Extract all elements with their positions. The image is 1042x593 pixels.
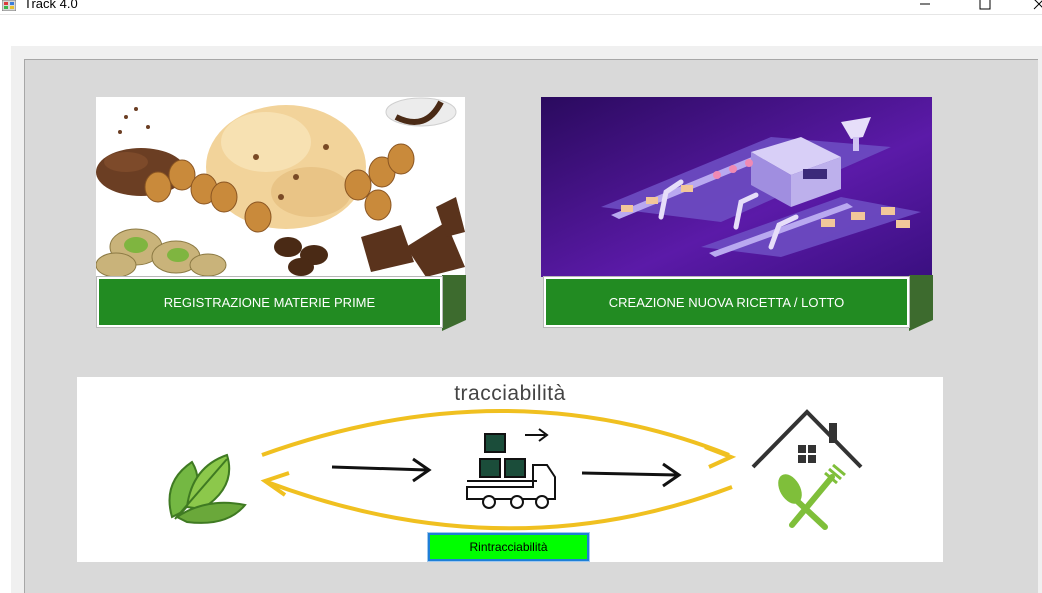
traceability-title: tracciabilità	[454, 382, 566, 405]
traceability-button[interactable]: Rintracciabilità	[427, 532, 590, 562]
delivery-truck-icon	[466, 428, 556, 509]
new-recipe-card: CREAZIONE NUOVA RICETTA / LOTTO	[541, 97, 933, 331]
cycle-arc-bottom	[266, 480, 733, 531]
arrow-right-icon	[581, 462, 682, 488]
leaves-icon	[168, 453, 247, 524]
house-cutlery-icon	[751, 409, 863, 530]
minimize-icon[interactable]	[917, 0, 933, 12]
close-icon[interactable]	[1031, 0, 1042, 12]
app-icon	[2, 0, 16, 11]
traceability-panel: tracciabilità	[77, 377, 943, 562]
title-bar: Track 4.0	[0, 0, 1042, 15]
arrow-right-icon	[331, 457, 432, 483]
ice-cream-ingredients-icon	[96, 97, 465, 277]
window-title: Track 4.0	[24, 0, 78, 11]
production-line-icon	[541, 97, 932, 277]
register-raw-materials-button[interactable]: REGISTRAZIONE MATERIE PRIME	[96, 276, 443, 328]
card-bevel	[442, 275, 466, 331]
cycle-arc-top	[261, 409, 730, 457]
create-recipe-batch-button[interactable]: CREAZIONE NUOVA RICETTA / LOTTO	[543, 276, 910, 328]
raw-materials-card: REGISTRAZIONE MATERIE PRIME	[96, 97, 466, 331]
maximize-icon[interactable]	[977, 0, 993, 12]
traceability-diagram	[168, 409, 863, 531]
card-bevel	[909, 275, 933, 331]
